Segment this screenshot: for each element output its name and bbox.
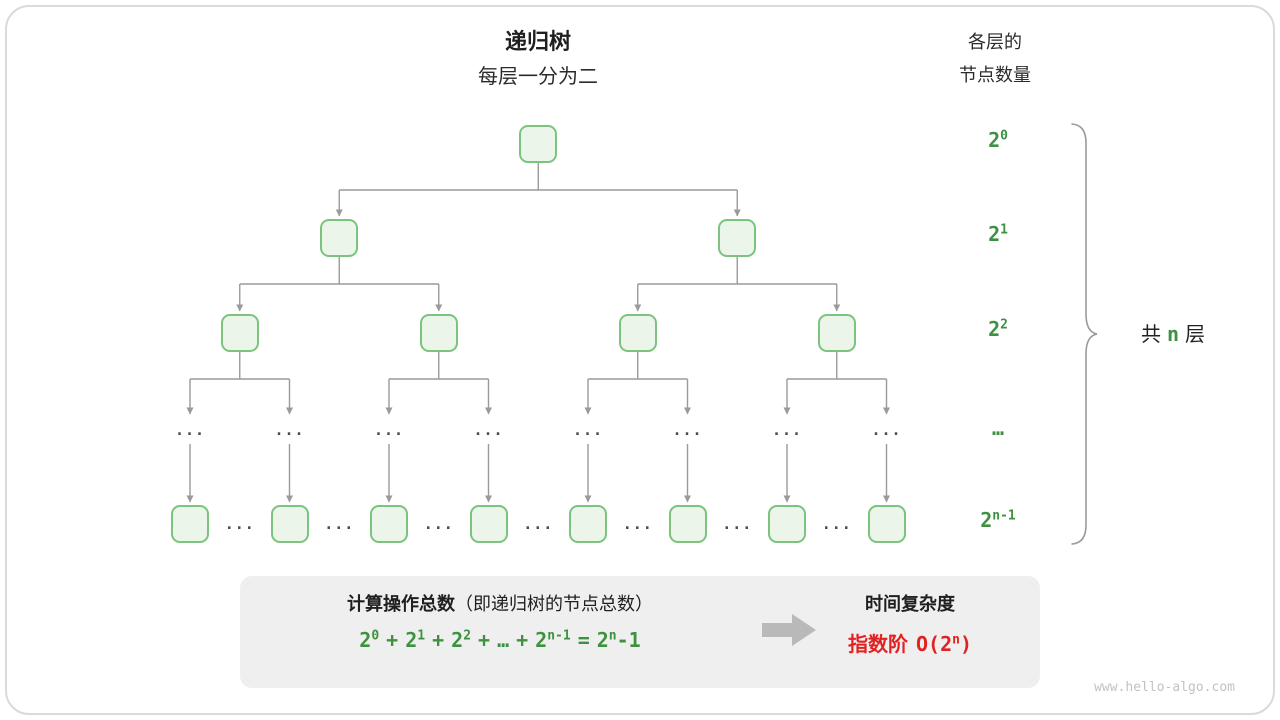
levels-count-suffix: 层 bbox=[1185, 324, 1206, 346]
tree-node bbox=[320, 219, 359, 257]
level-count-exp: 0 bbox=[1000, 128, 1008, 144]
ellipsis: ... bbox=[373, 421, 405, 439]
tree-node bbox=[419, 314, 458, 352]
level-count-label: 2n-1 bbox=[950, 508, 1046, 532]
level-count-exp: 1 bbox=[1000, 222, 1008, 238]
levels-heading-line2: 节点数量 bbox=[959, 65, 1031, 85]
tree-node bbox=[768, 505, 806, 543]
tree-node bbox=[618, 314, 657, 352]
level-count-base: 2 bbox=[988, 222, 1001, 246]
level-count-base: … bbox=[991, 416, 1005, 440]
levels-brace bbox=[1071, 123, 1098, 545]
summary-panel: 计算操作总数（即递归树的节点总数） 20+21+22+…+2n-1=2n-1 时… bbox=[240, 576, 1040, 688]
ellipsis: ... bbox=[523, 515, 554, 533]
tree-node bbox=[668, 505, 707, 543]
time-complexity-order-name: 指数阶 bbox=[848, 634, 908, 656]
operations-title-bold: 计算操作总数 bbox=[347, 594, 455, 614]
ellipsis: ... bbox=[572, 421, 604, 439]
ellipsis: ... bbox=[771, 421, 803, 439]
operations-formula: 20+21+22+…+2n-1=2n-1 bbox=[359, 628, 641, 652]
level-count-exp: 2 bbox=[1000, 317, 1008, 333]
level-count-label: 21 bbox=[950, 222, 1046, 246]
diagram-title: 递归树 bbox=[504, 29, 571, 54]
operations-title: 计算操作总数（即递归树的节点总数） bbox=[240, 590, 760, 616]
tree-node bbox=[718, 219, 757, 257]
levels-count-prefix: 共 bbox=[1140, 324, 1161, 346]
implies-arrow-icon bbox=[762, 614, 816, 646]
ellipsis: ... bbox=[871, 421, 902, 439]
time-complexity-title: 时间复杂度 bbox=[865, 594, 955, 614]
operations-title-paren: （即递归树的节点总数） bbox=[455, 594, 653, 614]
level-count-label: … bbox=[950, 416, 1046, 440]
ellipsis: ... bbox=[423, 515, 454, 533]
tree-node bbox=[569, 505, 607, 543]
levels-heading-line1: 各层的 bbox=[968, 32, 1022, 52]
ellipsis: ... bbox=[324, 515, 355, 533]
levels-heading: 各层的 节点数量 bbox=[930, 26, 1060, 92]
time-complexity-notation: O(2n) bbox=[916, 632, 972, 656]
ellipsis: ... bbox=[224, 515, 255, 533]
tree-node bbox=[171, 505, 209, 543]
tree-node bbox=[519, 125, 558, 163]
tree-node bbox=[469, 505, 508, 543]
ellipsis: ... bbox=[722, 515, 753, 533]
level-count-base: 2 bbox=[980, 508, 993, 532]
ellipsis: ... bbox=[274, 421, 305, 439]
ellipsis: ... bbox=[622, 515, 653, 533]
diagram-subtitle: 每层一分为二 bbox=[478, 66, 598, 88]
level-count-base: 2 bbox=[988, 317, 1001, 341]
level-count-label: 20 bbox=[950, 128, 1046, 152]
level-count-exp: n-1 bbox=[992, 508, 1016, 524]
level-count-base: 2 bbox=[988, 128, 1001, 152]
ellipsis: ... bbox=[473, 421, 504, 439]
levels-count-n: n bbox=[1166, 322, 1180, 346]
level-count-label: 22 bbox=[950, 317, 1046, 341]
watermark: www.hello-algo.com bbox=[1094, 680, 1235, 695]
tree-node bbox=[817, 314, 856, 352]
tree-node bbox=[270, 505, 309, 543]
time-complexity-value: 指数阶 O(2n) bbox=[785, 628, 1035, 657]
tree-node bbox=[867, 505, 906, 543]
ellipsis: ... bbox=[672, 421, 703, 439]
tree-node bbox=[220, 314, 259, 352]
tree-node bbox=[370, 505, 408, 543]
ellipsis: ... bbox=[821, 515, 852, 533]
ellipsis: ... bbox=[174, 421, 206, 439]
